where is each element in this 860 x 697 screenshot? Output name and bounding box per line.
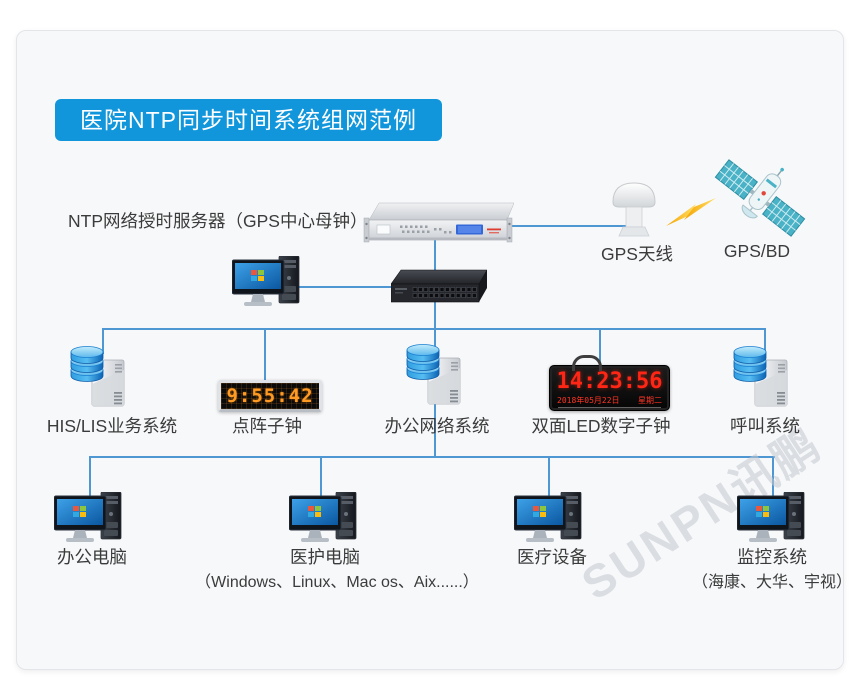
lightning-icon (666, 198, 716, 226)
label-medical-pc: 医护电脑 (290, 547, 360, 567)
dot-clock-time: 9:55:42 (226, 385, 314, 407)
sublabel-monitoring-brands: （海康、大华、宇视） (691, 574, 853, 591)
pc-icon-medical-device (514, 492, 582, 543)
connector-line (548, 456, 550, 498)
label-office-network: 办公网络系统 (384, 416, 490, 436)
workstation-icon (232, 256, 300, 307)
gps-antenna-icon (612, 182, 656, 237)
connector-line (599, 328, 601, 366)
led-digital-clock: 14:23:56 2018年05月22日 星期二 (549, 355, 670, 411)
label-monitoring: 监控系统 (737, 547, 807, 567)
led-clock-date: 2018年05月22日 (557, 396, 620, 405)
satellite-label: GPS/BD (723, 241, 791, 261)
server-icon-his-lis (70, 346, 134, 410)
title-banner: 医院NTP同步时间系统组网范例 (55, 99, 442, 141)
label-his-lis: HIS/LIS业务系统 (46, 416, 178, 436)
label-led-clock: 双面LED数字子钟 (531, 416, 671, 436)
ntp-server-label: NTP网络授时服务器（GPS中心母钟） (68, 211, 368, 231)
satellite-icon (712, 158, 808, 240)
pc-icon-medical-staff (289, 492, 357, 543)
label-medical-device: 医疗设备 (517, 547, 587, 567)
connector-line (510, 225, 628, 227)
connector-line (298, 286, 394, 288)
connector-line (89, 456, 775, 458)
pc-icon-office (54, 492, 122, 543)
connector-line (320, 456, 322, 498)
dot-matrix-clock: 9:55:42 (218, 380, 322, 412)
connector-line (102, 328, 766, 330)
connector-line (102, 328, 104, 354)
label-office-pc: 办公电脑 (57, 547, 127, 567)
connector-line (772, 456, 774, 498)
sublabel-medical-pc-os: （Windows、Linux、Mac os、Aix......） (195, 574, 479, 591)
pc-icon-monitoring (737, 492, 805, 543)
connector-line (764, 328, 766, 354)
network-switch-icon (391, 269, 487, 303)
connector-line (264, 328, 266, 384)
ntp-time-server-icon (363, 202, 514, 243)
connector-line (89, 456, 91, 498)
label-dot-clock: 点阵子钟 (232, 416, 302, 436)
label-call-system: 呼叫系统 (730, 416, 800, 436)
clock-trim (558, 407, 661, 408)
led-clock-time: 14:23:56 (556, 369, 663, 394)
server-icon-call-system (733, 346, 797, 410)
clock-hanger (572, 355, 602, 371)
gps-antenna-label: GPS天线 (601, 244, 673, 264)
server-icon-office-network (406, 344, 470, 408)
led-clock-weekday: 星期二 (638, 396, 662, 405)
